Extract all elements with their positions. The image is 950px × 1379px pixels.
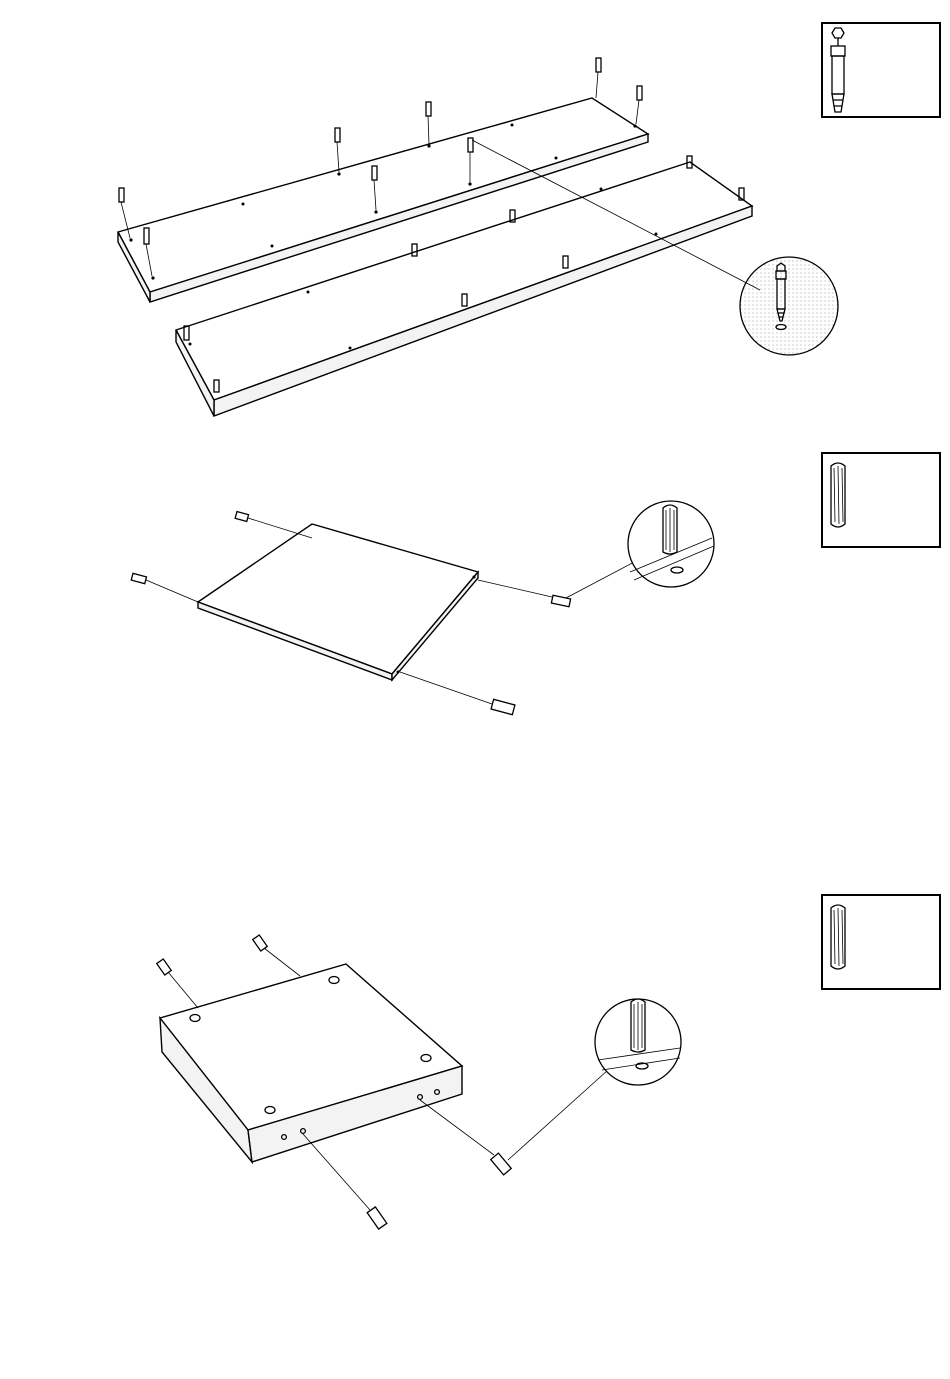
step-2-diagram: [0, 440, 950, 760]
step-2-dowels: [0, 440, 950, 760]
dowel-insert-detail-icon: [628, 501, 714, 587]
detail-leader-line-2: [566, 560, 638, 598]
square-panel-step-3: [160, 964, 462, 1162]
step-1-cam-bolts: [0, 0, 950, 440]
step-3-dowels: [0, 880, 950, 1280]
step-1-diagram: [0, 0, 950, 440]
step-3-diagram: [0, 880, 950, 1280]
dowel-insert-detail-icon-2: [595, 999, 681, 1085]
square-panel-step-2: [198, 524, 478, 680]
cam-bolt-insert-detail-icon: [740, 257, 838, 355]
detail-leader-line-3: [508, 1070, 608, 1160]
